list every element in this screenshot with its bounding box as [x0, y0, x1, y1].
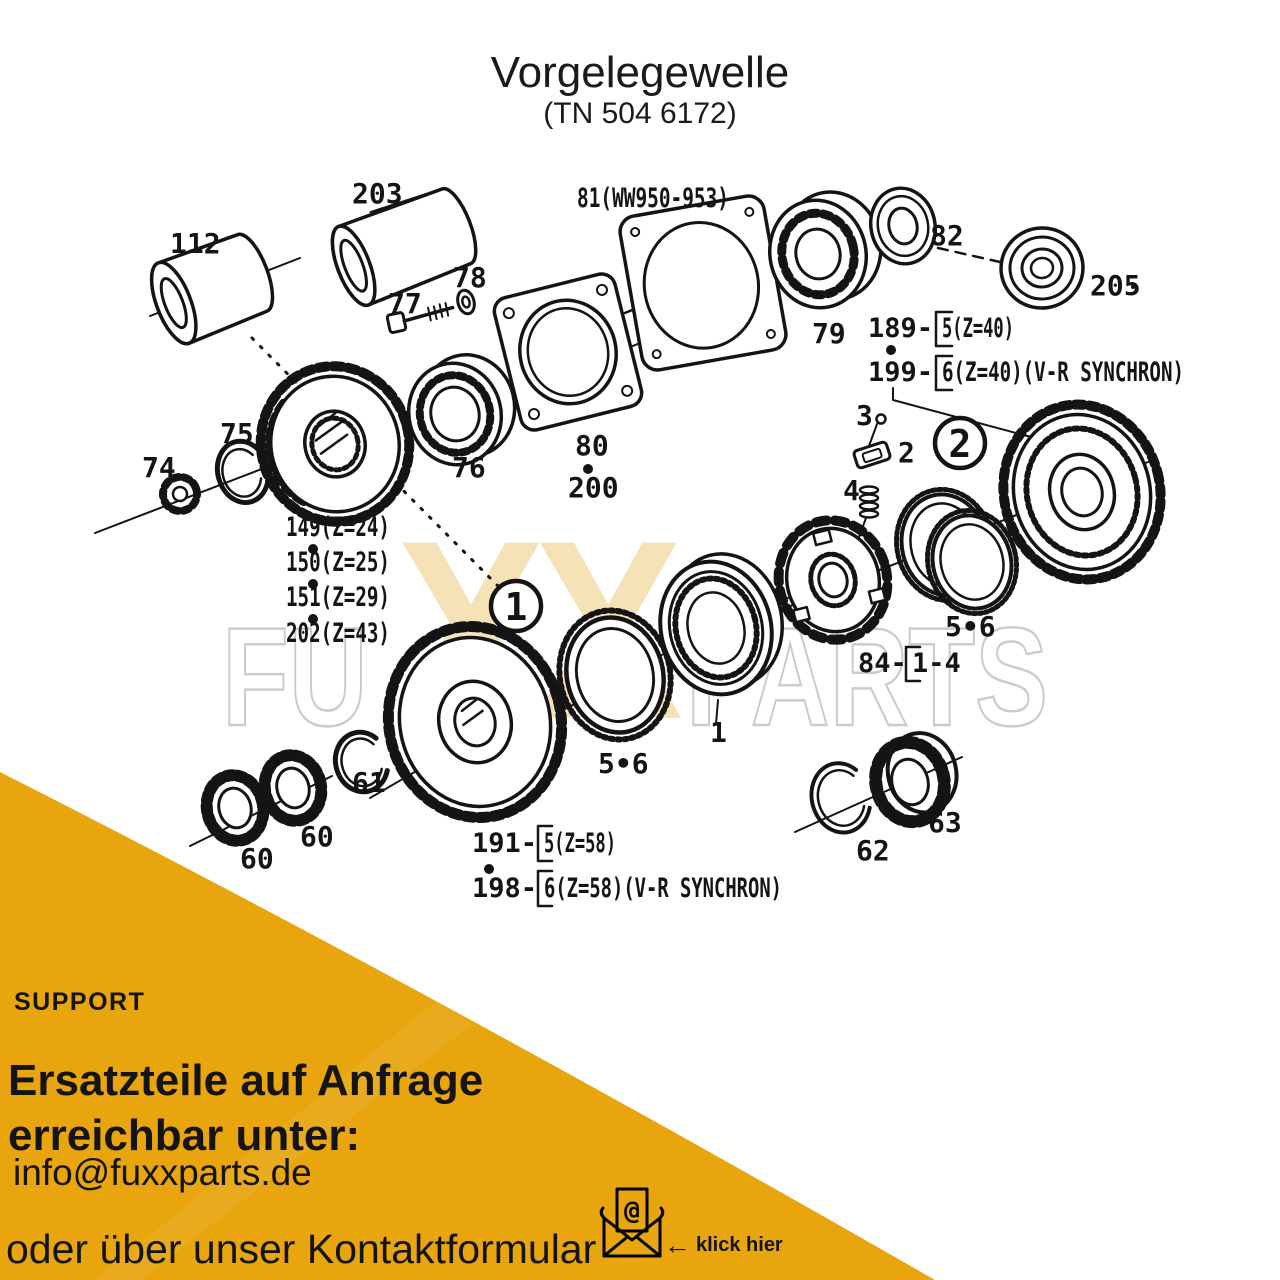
- click-here-label[interactable]: klick hier: [696, 1234, 783, 1256]
- part-4-spring: [858, 485, 880, 519]
- support-line-1: Ersatzteile auf Anfrage: [8, 1056, 484, 1105]
- part-label-63: 63: [928, 806, 962, 839]
- contact-form-button[interactable]: @: [596, 1186, 668, 1267]
- support-line-2: erreichbar unter:: [8, 1111, 361, 1160]
- part-label-198: 198-: [472, 873, 537, 904]
- part-label-77: 77: [388, 287, 422, 320]
- wedge-highlight-streak: [95, 1001, 472, 1280]
- support-email[interactable]: info@fuxxparts.de: [13, 1152, 312, 1193]
- part-74-star-washer: [159, 473, 201, 515]
- part-label-199-ref: 6(Z=40)(V-R SYNCHRON): [942, 357, 1184, 388]
- part-label-74: 74: [142, 451, 176, 484]
- part-189-gear: [998, 399, 1166, 585]
- part-205-bearing: [999, 226, 1085, 310]
- part-label-5-6-mid: 5•6: [598, 747, 649, 780]
- assembly-marker-1: 1: [488, 578, 544, 634]
- part-84-hub: [773, 515, 893, 645]
- part-label-76: 76: [452, 451, 486, 484]
- part-label-4: 4: [843, 474, 860, 507]
- part-label-199: 199-: [868, 357, 933, 388]
- part-82-ring: [868, 186, 938, 266]
- part-label-151: 151(Z=29): [286, 582, 390, 613]
- assembly-marker-2: 2: [932, 415, 988, 471]
- yellow-wedge: [0, 772, 935, 1280]
- part-label-60b: 60: [300, 820, 334, 853]
- envelope-at-icon[interactable]: @: [596, 1186, 668, 1262]
- assembly-marker-1-label: 1: [505, 585, 528, 629]
- part-label-75: 75: [220, 417, 254, 450]
- part-label-61: 61: [352, 766, 386, 799]
- part-label-202: 202(Z=43): [286, 618, 390, 649]
- part-label-81: 81(WW950-953): [577, 183, 729, 214]
- part-label-205: 205: [1090, 269, 1141, 302]
- part-label-2: 2: [898, 436, 915, 469]
- part-label-79: 79: [812, 317, 846, 350]
- part-5-6-synchro-ring-front: [924, 507, 1020, 617]
- part-label-1: 1: [710, 716, 727, 749]
- connector-dots: [308, 345, 896, 874]
- part-label-112: 112: [170, 227, 221, 260]
- part-79-bearing: [767, 190, 883, 310]
- part-3-ball: [875, 413, 887, 425]
- ink-speck: [1131, 285, 1135, 289]
- part-1-sleeve: [658, 552, 784, 697]
- part-label-78: 78: [453, 261, 487, 294]
- part-label-84: 84-: [858, 648, 907, 679]
- part-60-cage-b: [258, 749, 328, 827]
- part-63-cage: [869, 731, 959, 829]
- support-line-3: oder über unser Kontaktformular: [6, 1226, 597, 1272]
- part-label-84-ref: 1-4: [912, 648, 961, 679]
- part-112-spacer: [149, 232, 275, 346]
- part-label-200: 200: [568, 471, 619, 504]
- part-label-150: 150(Z=25): [286, 547, 390, 578]
- part-label-80: 80: [575, 429, 609, 462]
- part-label-62: 62: [856, 834, 890, 867]
- support-heading: SUPPORT: [14, 988, 146, 1016]
- part-label-191-ref: 5(Z=58): [544, 828, 616, 859]
- part-label-198-ref: 6(Z=58)(V-R SYNCHRON): [544, 873, 782, 904]
- click-here-hint[interactable]: ← klick hier: [664, 1232, 783, 1259]
- part-77-bolt: [385, 301, 455, 334]
- part-label-5-6-right: 5•6: [945, 610, 996, 643]
- part-label-149: 149(Z=24): [286, 512, 390, 543]
- part-62-ring: [809, 761, 872, 835]
- part-80-housing: [492, 272, 644, 432]
- part-label-203: 203: [352, 177, 403, 210]
- assembly-marker-2-label: 2: [949, 422, 972, 466]
- part-76-bearing: [406, 353, 517, 467]
- part-203-sleeve: [330, 186, 478, 308]
- reference-brackets: [536, 310, 954, 908]
- part-149-gear-cluster: [255, 361, 415, 527]
- page-title: Vorgelegewelle: [490, 48, 790, 97]
- left-arrow-icon: ←: [664, 1230, 691, 1260]
- part-61-snap-ring: [332, 729, 390, 795]
- part-label-3: 3: [856, 399, 873, 432]
- part-75-ring: [214, 438, 271, 505]
- part-2-key: [852, 440, 892, 470]
- part-label-189: 189-: [868, 313, 933, 344]
- part-label-191: 191-: [472, 828, 537, 859]
- part-191-gear: [382, 621, 568, 823]
- page-subtitle: (TN 504 6172): [543, 97, 737, 130]
- part-78-washer: [456, 288, 476, 316]
- part-81-gasket: [618, 194, 788, 372]
- part-label-189-ref: 5(Z=40): [942, 313, 1014, 344]
- part-label-82: 82: [930, 219, 964, 252]
- part-label-60a: 60: [240, 842, 274, 875]
- envelope-at-symbol: @: [624, 1196, 640, 1226]
- watermark-text-left: FU: [221, 598, 369, 755]
